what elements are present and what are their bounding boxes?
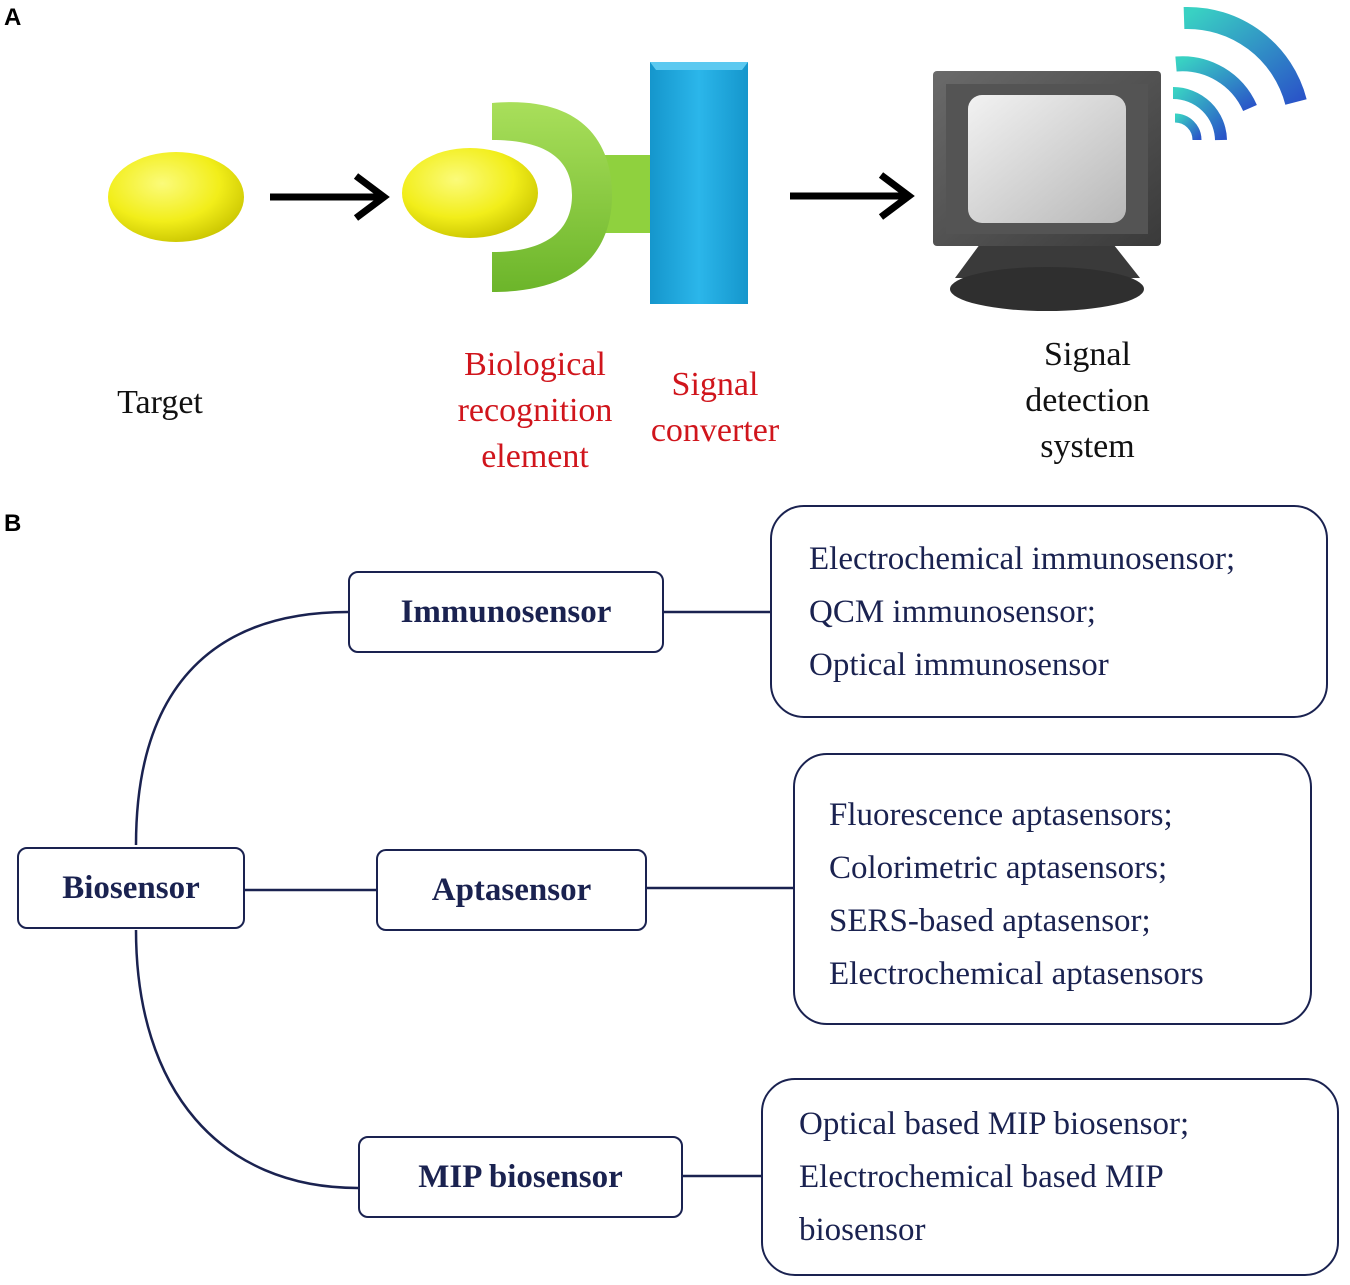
connector-root-immunosensor (134, 610, 349, 846)
list-item: biosensor (799, 1212, 926, 1248)
wireless-signal-icon (1172, 6, 1307, 141)
target-label: Target (117, 384, 203, 421)
panel-label-a: A (4, 4, 22, 31)
connector-root-mip (134, 929, 359, 1190)
aptasensor-types-list: Fluorescence aptasensors; Colorimetric a… (793, 753, 1312, 1025)
recognition-element (492, 102, 655, 292)
mip-biosensor-node: MIP biosensor (358, 1136, 683, 1218)
signal-converter-label: Signal converter (650, 366, 780, 449)
list-item: Electrochemical aptasensors (829, 956, 1204, 992)
list-item: Colorimetric aptasensors; (829, 850, 1168, 886)
arrow-right-icon (790, 172, 915, 220)
panel-a-illustration (108, 6, 1307, 311)
list-item: Optical based MIP biosensor; (799, 1106, 1190, 1142)
monitor-icon (933, 71, 1161, 311)
panel-label-b: B (4, 510, 22, 537)
biosensor-label: Biosensor (62, 869, 200, 906)
mip-biosensor-types-list: Optical based MIP biosensor; Electrochem… (761, 1078, 1339, 1276)
signal-converter-block (650, 62, 748, 304)
mip-biosensor-label: MIP biosensor (418, 1158, 623, 1195)
list-item: QCM immunosensor; (809, 594, 1096, 630)
list-item: SERS-based aptasensor; (829, 903, 1151, 939)
arrow-right-icon (270, 173, 390, 221)
list-item: Optical immunosensor (809, 647, 1109, 683)
aptasensor-label: Aptasensor (431, 871, 592, 908)
signal-detection-label: Signal detection system (1025, 336, 1150, 465)
target-molecule (108, 152, 244, 242)
list-item: Electrochemical based MIP (799, 1159, 1164, 1195)
aptasensor-node: Aptasensor (376, 849, 647, 931)
bound-target-molecule (402, 148, 538, 238)
list-item: Fluorescence aptasensors; (829, 797, 1173, 833)
recognition-element-label: Biological recognition element (457, 346, 613, 475)
list-item: Electrochemical immunosensor; (809, 541, 1236, 577)
immunosensor-types-list: Electrochemical immunosensor; QCM immuno… (770, 505, 1328, 718)
immunosensor-label: Immunosensor (400, 593, 612, 630)
biosensor-root-node: Biosensor (17, 847, 245, 929)
immunosensor-node: Immunosensor (348, 571, 664, 653)
